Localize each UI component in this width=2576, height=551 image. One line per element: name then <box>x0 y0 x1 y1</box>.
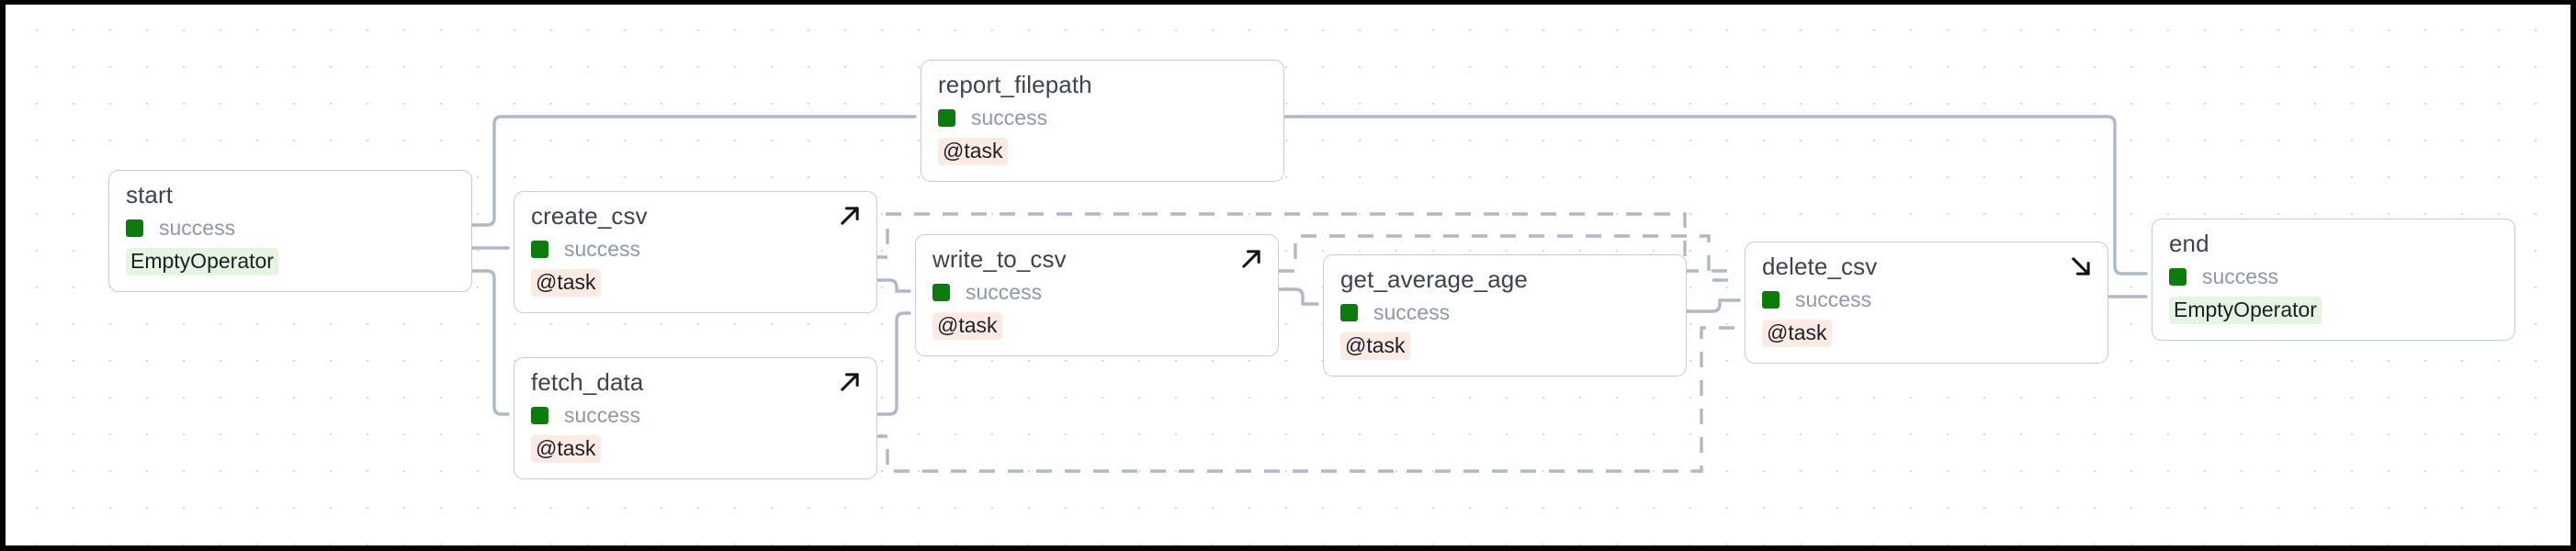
node-title: end <box>2169 230 2209 257</box>
node-type: @task <box>1762 320 2091 347</box>
edge-get_average_age-to-delete_csv <box>1679 298 1741 313</box>
status-success-swatch <box>932 284 950 301</box>
decorator-badge: @task <box>1340 332 1410 360</box>
node-title: report_filepath <box>938 71 1092 98</box>
edge-write_to_csv-to-get_average_age <box>1271 287 1319 306</box>
decorator-badge: @task <box>531 269 601 297</box>
status-label: success <box>966 280 1043 304</box>
operator-badge: EmptyOperator <box>2169 297 2322 324</box>
node-title: get_average_age <box>1340 265 1528 293</box>
node-status: success <box>938 107 1267 129</box>
decorator-badge: @task <box>1762 320 1832 347</box>
status-label: success <box>1795 287 1872 311</box>
node-status: success <box>2169 266 2498 287</box>
status-label: success <box>564 237 641 261</box>
dag-node-fetch_data[interactable]: fetch_data success @task <box>514 357 877 479</box>
node-type: @task <box>531 435 860 463</box>
status-success-swatch <box>126 219 143 237</box>
node-title: create_csv <box>531 202 648 230</box>
status-success-swatch <box>531 241 548 258</box>
node-type: EmptyOperator <box>126 248 455 276</box>
decorator-badge: @task <box>531 435 601 463</box>
decorator-badge: @task <box>938 138 1008 165</box>
operator-badge: EmptyOperator <box>126 248 278 276</box>
edge-fetch_data-to-write_to_csv <box>870 311 911 416</box>
dag-node-get_average_age[interactable]: get_average_age success @task <box>1323 254 1687 377</box>
node-type: @task <box>531 269 860 297</box>
node-title: write_to_csv <box>932 245 1067 273</box>
status-label: success <box>2202 264 2279 288</box>
status-success-swatch <box>2169 268 2186 286</box>
node-status: success <box>1340 302 1669 323</box>
status-success-swatch <box>1340 304 1358 321</box>
dag-graph-canvas[interactable]: start success EmptyOperator create_csv s… <box>6 5 2570 545</box>
status-label: success <box>564 403 641 427</box>
dag-node-delete_csv[interactable]: delete_csv success @task <box>1745 242 2108 364</box>
edge-start-to-fetch_data <box>465 269 510 416</box>
dag-node-write_to_csv[interactable]: write_to_csv success @task <box>915 234 1279 356</box>
node-status: success <box>531 239 860 260</box>
node-status: success <box>1762 289 2091 310</box>
decorator-badge: @task <box>932 312 1002 340</box>
status-label: success <box>159 216 236 240</box>
node-type: @task <box>938 138 1267 165</box>
status-label: success <box>971 106 1048 129</box>
status-label: success <box>1373 300 1451 324</box>
edge-create_csv-to-write_to_csv <box>870 278 911 293</box>
node-title: start <box>126 181 174 208</box>
node-type: EmptyOperator <box>2169 297 2498 324</box>
node-title: delete_csv <box>1762 253 1878 280</box>
dag-node-create_csv[interactable]: create_csv success @task <box>514 191 877 313</box>
status-success-swatch <box>1762 291 1779 309</box>
node-status: success <box>932 282 1261 303</box>
dag-node-end[interactable]: end success EmptyOperator <box>2152 219 2515 341</box>
status-success-swatch <box>531 407 548 424</box>
node-type: @task <box>1340 332 1669 360</box>
status-success-swatch <box>938 109 955 127</box>
dag-node-start[interactable]: start success EmptyOperator <box>108 170 472 292</box>
node-status: success <box>126 218 455 239</box>
dag-node-report_filepath[interactable]: report_filepath success @task <box>921 60 1284 182</box>
node-title: fetch_data <box>531 368 644 396</box>
node-status: success <box>531 405 860 426</box>
node-type: @task <box>932 312 1261 340</box>
